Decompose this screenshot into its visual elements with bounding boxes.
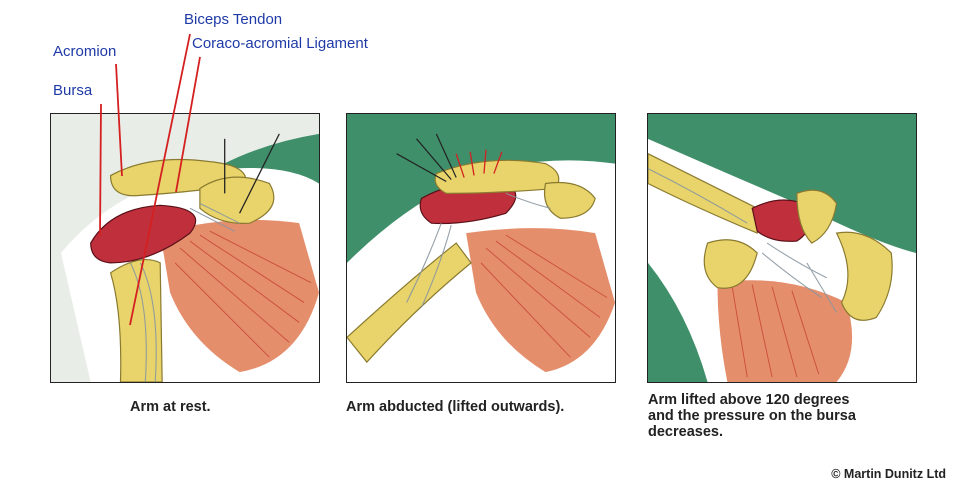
- caption-line: Arm lifted above 120 degrees: [648, 392, 850, 408]
- panel-arm-abducted: [346, 113, 616, 383]
- illustration-arm-abducted: [347, 114, 615, 382]
- illustration-arm-at-rest: [51, 114, 319, 382]
- label-acromion: Acromion: [53, 43, 117, 60]
- caption-line: decreases.: [648, 424, 723, 440]
- panel-arm-at-rest: [50, 113, 320, 383]
- caption-arm-at-rest: Arm at rest.: [130, 399, 211, 415]
- panel-arm-lifted: [647, 113, 917, 383]
- illustration-arm-lifted: [648, 114, 916, 382]
- label-coraco-acromial-ligament: Coraco-acromial Ligament: [192, 35, 368, 52]
- label-bursa: Bursa: [53, 82, 93, 99]
- caption-arm-lifted: Arm lifted above 120 degrees and the pre…: [648, 392, 856, 440]
- caption-line: and the pressure on the bursa: [648, 408, 856, 424]
- label-biceps-tendon: Biceps Tendon: [184, 11, 283, 28]
- copyright-notice: © Martin Dunitz Ltd: [831, 467, 946, 481]
- caption-arm-abducted: Arm abducted (lifted outwards).: [346, 399, 565, 415]
